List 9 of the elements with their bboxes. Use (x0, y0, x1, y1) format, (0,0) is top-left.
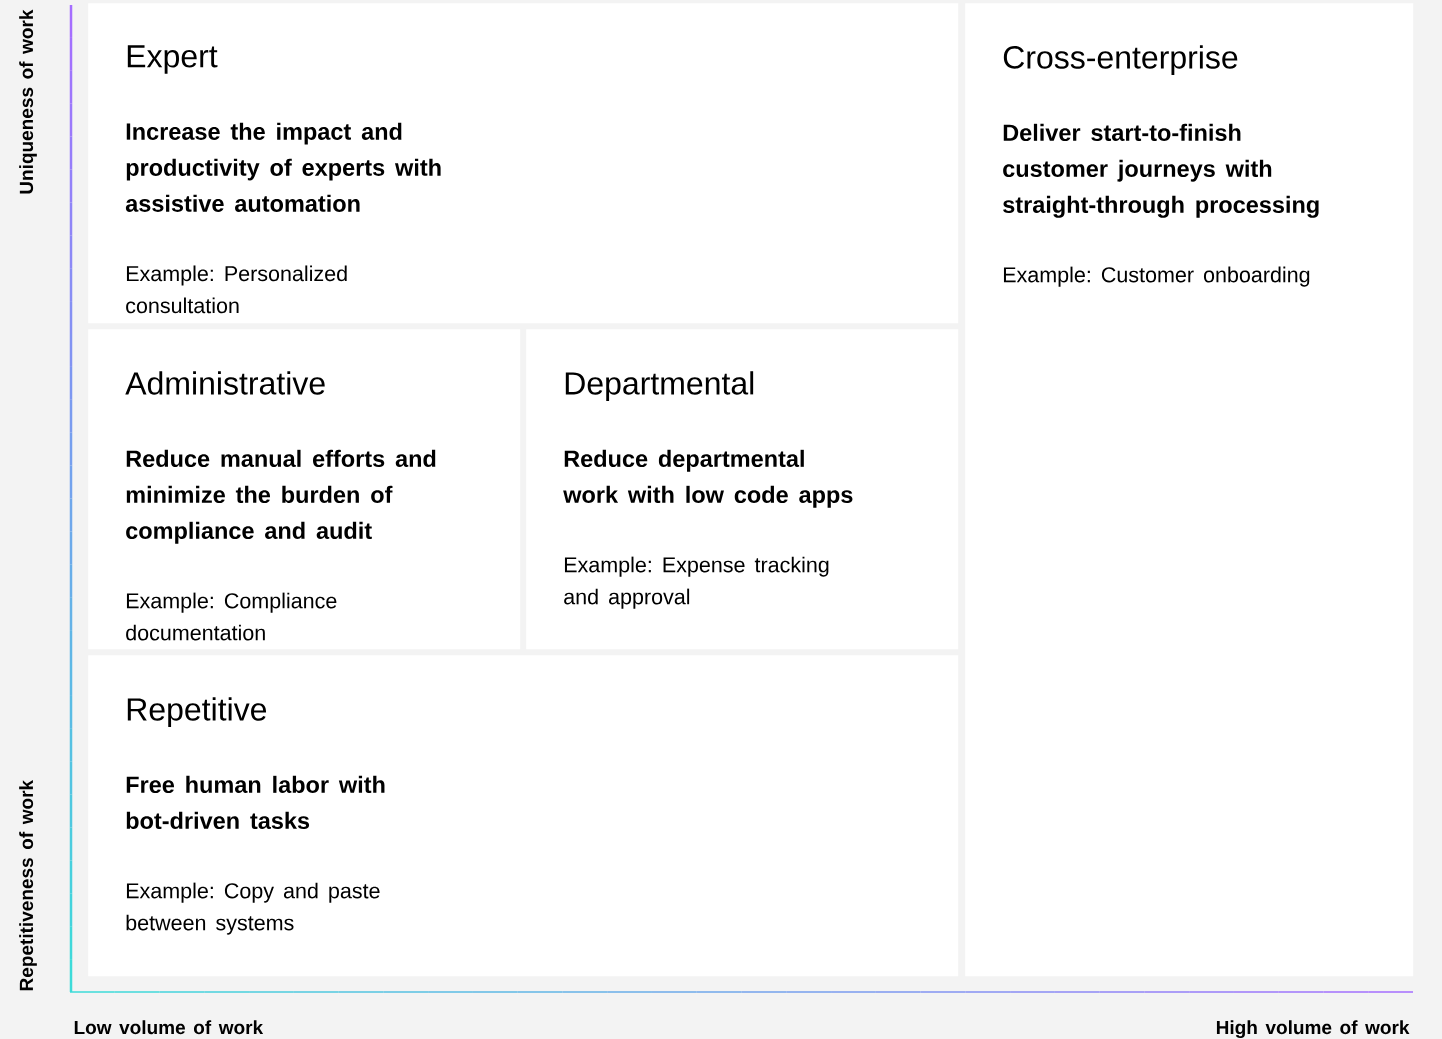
quadrant-box: Administrative Reduce manual efforts and minimize the burden of compliance and audit Example: Compliance documentation (88, 329, 521, 650)
axis-label: Uniqueness of work (19, 9, 37, 194)
quadrant-box: Cross-enterprise Deliver start-to-finish customer journeys with straight-through processing Example: Customer onboarding (965, 3, 1414, 977)
quadrant-box: Repetitive Free human labor with bot-driven tasks Example: Copy and paste between systems (88, 655, 959, 977)
axis-label: Low volume of work (74, 1020, 264, 1035)
quadrant-box: Departmental Reduce departmental work with low code apps Example: Expense tracking and approval (526, 329, 959, 650)
axis-label: Repetitiveness of work (19, 779, 37, 991)
axis-label: High volume of work (1216, 1020, 1410, 1039)
quadrant-box: Expert Increase the impact and productivity of experts with assistive automation Example: Personalized consultation (88, 3, 959, 324)
